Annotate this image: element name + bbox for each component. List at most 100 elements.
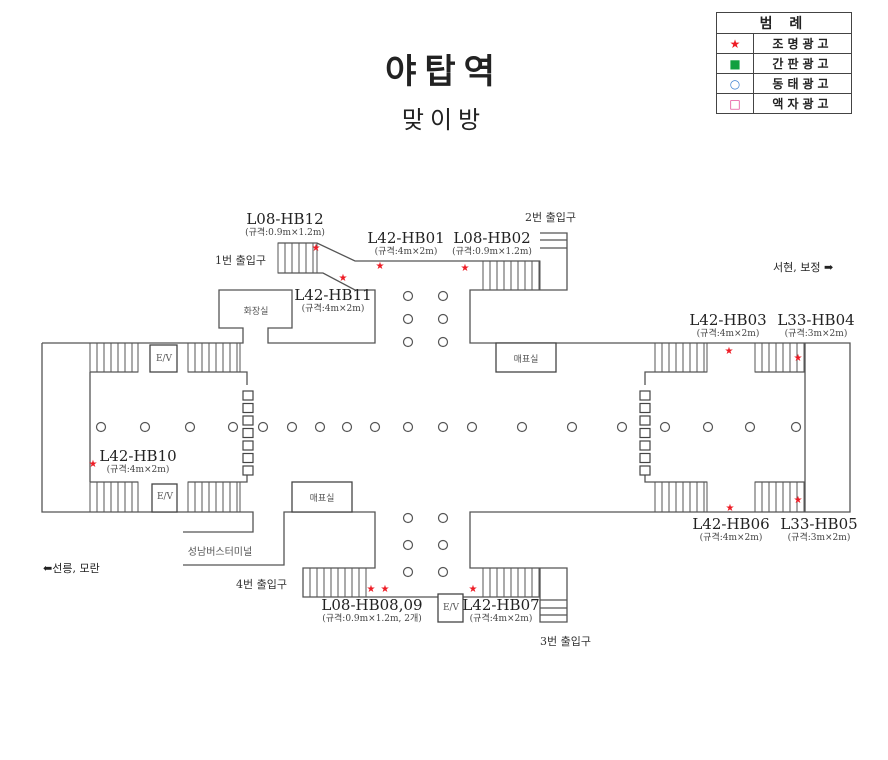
restroom-label: 화장실 bbox=[243, 307, 269, 317]
ticket-gate bbox=[242, 415, 254, 426]
pillar bbox=[437, 290, 449, 302]
elevator-label: E/V bbox=[156, 492, 174, 502]
ticket-gate bbox=[639, 465, 651, 476]
ticket-gate bbox=[242, 465, 254, 476]
ad-spec: (규격:3m×2m) bbox=[787, 533, 851, 543]
pillar bbox=[437, 421, 449, 433]
elevator-box bbox=[149, 344, 178, 373]
ticket-office-box bbox=[291, 481, 353, 513]
ad-spec: (규격:0.9m×1.2m) bbox=[245, 228, 325, 238]
ticket-gate bbox=[639, 452, 651, 464]
ticket-office-label: 매표실 bbox=[513, 355, 539, 365]
pillar bbox=[790, 421, 802, 433]
pillar bbox=[437, 566, 449, 578]
pillar bbox=[516, 421, 528, 433]
ticket-gate bbox=[639, 440, 651, 451]
staircase bbox=[89, 481, 139, 513]
pillar bbox=[341, 421, 353, 433]
red-star-icon: ★ bbox=[461, 263, 470, 274]
pillar bbox=[402, 539, 414, 551]
pillar bbox=[257, 421, 269, 433]
ticket-office-label: 매표실 bbox=[309, 494, 335, 504]
ad-code: L33-HB05 bbox=[780, 515, 858, 533]
legend-title: 범 례 bbox=[716, 12, 852, 34]
ticket-gate bbox=[639, 415, 651, 426]
ticket-gate bbox=[639, 390, 651, 401]
red-star-icon: ★ bbox=[469, 584, 478, 595]
ticket-gate bbox=[242, 427, 254, 439]
red-star-icon: ★ bbox=[726, 503, 735, 514]
bus-terminal-label: 성남버스터미널 bbox=[187, 547, 253, 558]
staircase bbox=[482, 260, 541, 291]
ticket-gate bbox=[242, 440, 254, 451]
ad-spec: (규격:4m×2m) bbox=[374, 247, 438, 257]
pillars bbox=[95, 290, 802, 578]
ad-code: L42-HB10 bbox=[99, 447, 177, 465]
ad-code: L08-HB12 bbox=[246, 210, 324, 228]
staircase bbox=[754, 481, 806, 513]
pillar bbox=[402, 336, 414, 348]
pillar bbox=[184, 421, 196, 433]
pillar bbox=[227, 421, 239, 433]
staircase bbox=[89, 342, 139, 373]
pillar bbox=[566, 421, 578, 433]
lighting-ad-markers: ★★★★★★★★★★★★ bbox=[89, 243, 803, 595]
staircase bbox=[187, 481, 241, 513]
red-star-icon: ★ bbox=[339, 273, 348, 284]
ad-spec: (규격:0.9m×1.2m) bbox=[452, 247, 532, 257]
direction-west: ⬅선릉, 모란 bbox=[43, 562, 100, 575]
pillar bbox=[402, 313, 414, 325]
exit-3-label: 3번 출입구 bbox=[540, 635, 591, 648]
legend: 범 례 ★조명광고 ■간판광고 ○동태광고 □액자광고 bbox=[716, 12, 852, 114]
red-star-icon: ★ bbox=[725, 346, 734, 357]
pillar bbox=[314, 421, 326, 433]
ad-spec: (규격:3m×2m) bbox=[784, 329, 848, 339]
elevator-label: E/V bbox=[442, 603, 460, 613]
ad-code: L08-HB08,09 bbox=[321, 596, 423, 614]
ad-spec: (규격:4m×2m) bbox=[699, 533, 763, 543]
elevators bbox=[149, 342, 557, 623]
ad-code: L42-HB07 bbox=[462, 596, 540, 614]
station-title: 야탑역 bbox=[385, 52, 503, 92]
pillar bbox=[369, 421, 381, 433]
staircase bbox=[187, 342, 241, 373]
staircase bbox=[302, 567, 367, 598]
elevator-box bbox=[437, 593, 464, 623]
ad-spec: (규격:4m×2m) bbox=[469, 614, 533, 624]
staircase bbox=[277, 242, 318, 274]
pillar bbox=[402, 290, 414, 302]
ad-code: L42-HB03 bbox=[689, 311, 767, 329]
staircase bbox=[654, 342, 708, 373]
red-star-icon: ★ bbox=[794, 495, 803, 506]
ad-spec: (규격:4m×2m) bbox=[301, 304, 365, 314]
pillar bbox=[702, 421, 714, 433]
legend-label: 액자광고 bbox=[753, 93, 852, 114]
red-star-icon: ★ bbox=[89, 459, 98, 470]
pillar bbox=[466, 421, 478, 433]
ticket-gate bbox=[639, 427, 651, 439]
ad-code: L33-HB04 bbox=[777, 311, 855, 329]
pillar bbox=[402, 566, 414, 578]
legend-label: 간판광고 bbox=[753, 53, 852, 74]
pillar bbox=[437, 336, 449, 348]
exit-2-label: 2번 출입구 bbox=[525, 211, 576, 224]
pillar bbox=[744, 421, 756, 433]
ad-spec: (규격:4m×2m) bbox=[106, 465, 170, 475]
pillar bbox=[402, 512, 414, 524]
ticket-gate bbox=[242, 402, 254, 414]
red-star-icon: ★ bbox=[794, 353, 803, 364]
pillar bbox=[437, 313, 449, 325]
direction-east: 서현, 보정 ➡ bbox=[773, 261, 834, 274]
red-star-icon: ★ bbox=[376, 261, 385, 272]
ticket-gates bbox=[242, 390, 651, 476]
ad-code: L42-HB11 bbox=[294, 286, 372, 304]
ad-spec: (규격:4m×2m) bbox=[696, 329, 760, 339]
ad-code: L08-HB02 bbox=[453, 229, 531, 247]
stairs bbox=[89, 242, 806, 598]
exit-1-label: 1번 출입구 bbox=[215, 254, 266, 267]
area-subtitle: 맞이방 bbox=[401, 106, 487, 134]
pillar bbox=[437, 539, 449, 551]
exit-4-label: 4번 출입구 bbox=[236, 578, 287, 591]
red-star-icon: ★ bbox=[312, 243, 321, 254]
